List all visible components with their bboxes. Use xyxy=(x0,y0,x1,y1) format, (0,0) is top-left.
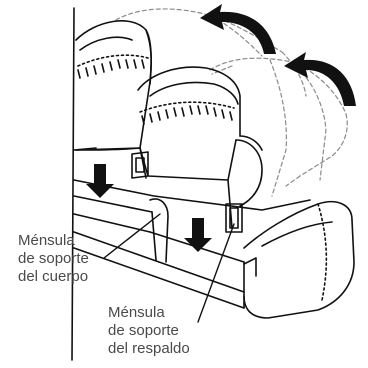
body-bracket-leader xyxy=(103,213,161,259)
right-backrest-cushion xyxy=(137,66,241,137)
backrest-bracket-label-line-2: de soporte xyxy=(108,322,179,339)
sofa-right-arm xyxy=(243,200,355,319)
body-bracket-label-line-1: Ménsula xyxy=(18,232,75,249)
body-bracket-label-line-3: del cuerpo xyxy=(18,268,89,285)
left-backrest-cushion xyxy=(75,20,152,151)
backrest-bracket-label-line-1: Ménsula xyxy=(108,304,165,321)
backrest-bracket-label-line-3: del respaldo xyxy=(108,340,190,357)
backrest-bracket xyxy=(225,203,243,233)
body-bracket-label-line-2: de soporte xyxy=(18,250,89,267)
body-bracket-left xyxy=(131,151,149,179)
body-bracket-label: Ménsula de soporte del cuerpo xyxy=(18,232,89,286)
lifted-backrest-outline xyxy=(115,8,348,197)
backrest-bracket-leader xyxy=(197,223,235,323)
down-arrow-icon xyxy=(86,164,212,252)
curved-arrow-icon xyxy=(200,4,356,106)
backrest-bracket-label: Ménsula de soporte del respaldo xyxy=(108,304,190,358)
sofa-base xyxy=(73,147,311,309)
wall-line xyxy=(71,7,75,361)
